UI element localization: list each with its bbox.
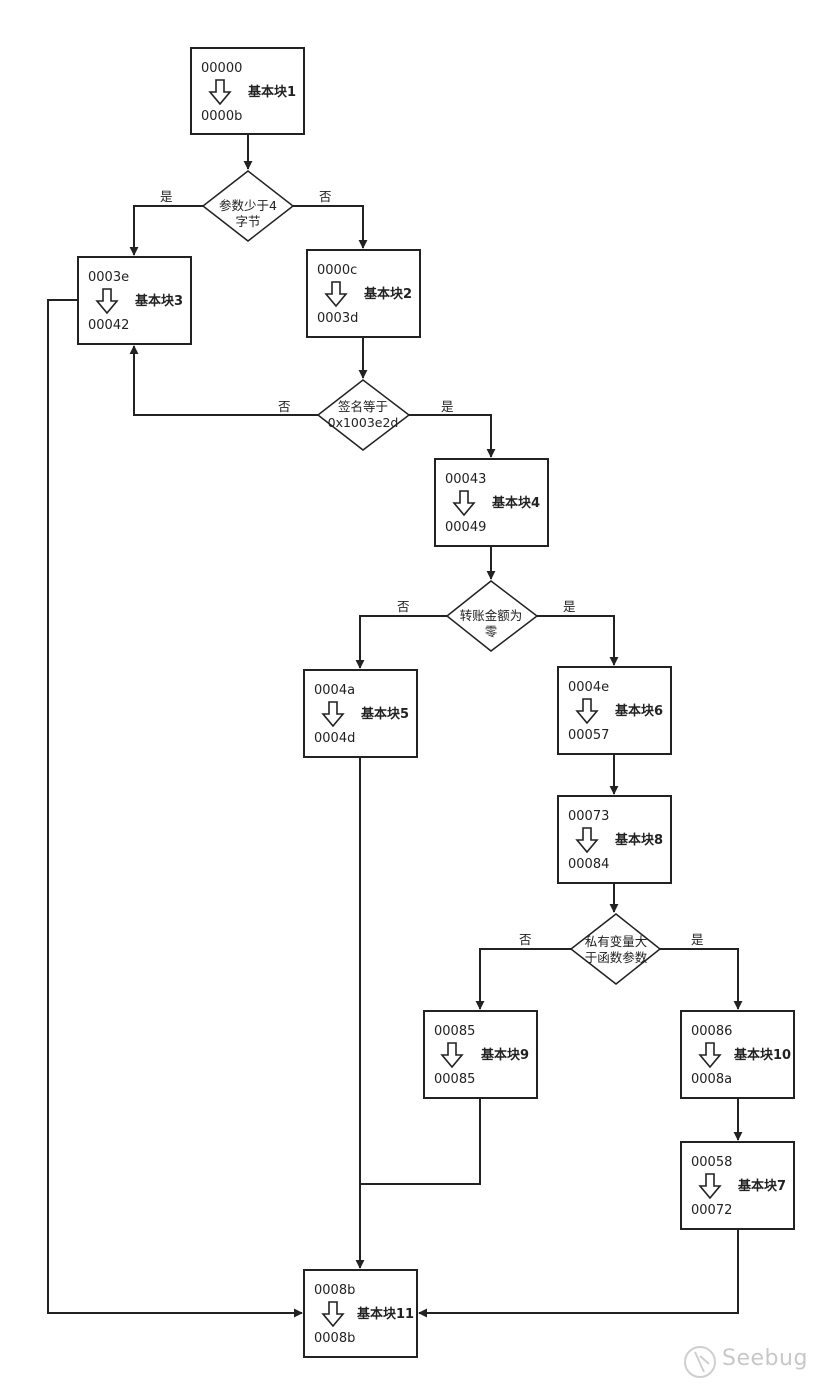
down-arrow-icon — [321, 701, 345, 728]
down-arrow-icon — [95, 288, 119, 315]
basic-block-7: 00058 基本块7 00072 — [680, 1141, 795, 1230]
basic-block-2: 0000c 基本块2 0003d — [306, 249, 421, 338]
block-label: 基本块3 — [134, 293, 183, 309]
block-start-addr: 00086 — [691, 1024, 732, 1039]
decision-d3-line1: 转账金额为 — [460, 608, 523, 623]
edge-label-d1-no: 否 — [319, 189, 332, 204]
decision-d1: 参数少于4 字节 — [201, 170, 295, 242]
connectors — [47, 134, 743, 1318]
basic-block-5: 0004a 基本块5 0004d — [303, 669, 418, 758]
block-label: 基本块11 — [356, 1306, 414, 1322]
edge-label-d3-no: 否 — [397, 599, 410, 614]
block-end-addr: 0008b — [314, 1331, 355, 1346]
edge-d3-yes-to-b6 — [537, 615, 619, 666]
block-start-addr: 00073 — [568, 809, 609, 824]
block-label: 基本块5 — [360, 706, 409, 722]
block-start-addr: 00085 — [434, 1024, 475, 1039]
down-arrow-icon — [321, 1301, 345, 1328]
down-arrow-icon — [698, 1042, 722, 1069]
edge-d1-yes-to-b3 — [129, 205, 203, 256]
block-end-addr: 00085 — [434, 1072, 475, 1087]
block-start-addr: 00000 — [201, 61, 242, 76]
edge-label-d2-yes: 是 — [441, 399, 454, 414]
block-label: 基本块10 — [733, 1047, 791, 1063]
block-label: 基本块6 — [614, 703, 663, 719]
block-end-addr: 0004d — [314, 731, 355, 746]
edge-label-d3-yes: 是 — [563, 599, 576, 614]
down-arrow-icon — [208, 79, 232, 106]
down-arrow-icon — [452, 490, 476, 517]
seebug-logo-icon — [684, 1346, 716, 1378]
basic-block-10: 00086 基本块10 0008a — [680, 1010, 795, 1099]
decision-d4-line2: 于函数参数 — [585, 950, 648, 965]
basic-block-9: 00085 基本块9 00085 — [423, 1010, 538, 1099]
block-label: 基本块7 — [737, 1178, 786, 1194]
block-start-addr: 0004e — [568, 680, 609, 695]
edge-d1-no-to-b2 — [293, 205, 368, 249]
edge-label-d4-yes: 是 — [691, 932, 704, 947]
decision-d1-line2: 字节 — [235, 214, 260, 229]
basic-block-8: 00073 基本块8 00084 — [557, 795, 672, 884]
decision-d3: 转账金额为 零 — [445, 580, 539, 652]
edge-b9-merge — [360, 1098, 481, 1185]
edge-d4-yes-to-b10 — [660, 948, 743, 1010]
block-end-addr: 00084 — [568, 857, 609, 872]
block-label: 基本块1 — [247, 84, 296, 100]
down-arrow-icon — [575, 827, 599, 854]
block-start-addr: 0008b — [314, 1283, 355, 1298]
basic-block-6: 0004e 基本块6 00057 — [557, 666, 672, 755]
edge-b3-to-b11 — [47, 299, 303, 1318]
edge-label-d2-no: 否 — [278, 399, 291, 414]
block-label: 基本块9 — [480, 1047, 529, 1063]
block-start-addr: 0004a — [314, 683, 355, 698]
decision-d2-line2: 0x1003e2d — [328, 415, 399, 430]
block-end-addr: 00042 — [88, 318, 129, 333]
decision-d2: 签名等于 0x1003e2d — [316, 379, 411, 451]
block-label: 基本块8 — [614, 832, 663, 848]
edge-b7-to-b11 — [418, 1229, 739, 1318]
edge-label-d4-no: 否 — [519, 932, 532, 947]
block-start-addr: 00043 — [445, 472, 486, 487]
block-end-addr: 00072 — [691, 1203, 732, 1218]
decision-d1-line1: 参数少于4 — [219, 198, 277, 213]
basic-block-4: 00043 基本块4 00049 — [434, 458, 549, 547]
decision-d2-line1: 签名等于 — [338, 399, 388, 414]
edge-d2-no-to-b3 — [129, 345, 318, 416]
down-arrow-icon — [440, 1042, 464, 1069]
decision-d3-line2: 零 — [485, 624, 498, 639]
block-end-addr: 0003d — [317, 311, 358, 326]
decision-d4: 私有变量大 于函数参数 — [569, 913, 662, 985]
block-end-addr: 0008a — [691, 1072, 732, 1087]
block-label: 基本块2 — [363, 286, 412, 302]
edge-label-d1-yes: 是 — [160, 189, 173, 204]
basic-block-3: 0003e 基本块3 00042 — [77, 256, 192, 345]
basic-block-11: 0008b 基本块11 0008b — [303, 1269, 418, 1358]
edge-d4-no-to-b9 — [475, 948, 571, 1010]
block-start-addr: 0000c — [317, 263, 357, 278]
decision-d4-line1: 私有变量大 — [585, 934, 648, 949]
edge-d2-yes-to-b4 — [409, 414, 496, 458]
block-label: 基本块4 — [491, 495, 540, 511]
block-start-addr: 0003e — [88, 270, 129, 285]
block-start-addr: 00058 — [691, 1155, 732, 1170]
down-arrow-icon — [575, 698, 599, 725]
basic-block-1: 00000 基本块1 0000b — [190, 47, 305, 135]
block-end-addr: 00057 — [568, 728, 609, 743]
down-arrow-icon — [698, 1173, 722, 1200]
edge-d3-no-to-b5 — [355, 615, 447, 669]
down-arrow-icon — [324, 281, 348, 308]
edge-labels: 是 否 否 是 否 是 否 是 — [160, 189, 704, 947]
block-end-addr: 0000b — [201, 109, 242, 124]
block-end-addr: 00049 — [445, 520, 486, 535]
watermark-text: Seebug — [722, 1346, 808, 1371]
seebug-watermark: Seebug — [682, 1342, 812, 1382]
